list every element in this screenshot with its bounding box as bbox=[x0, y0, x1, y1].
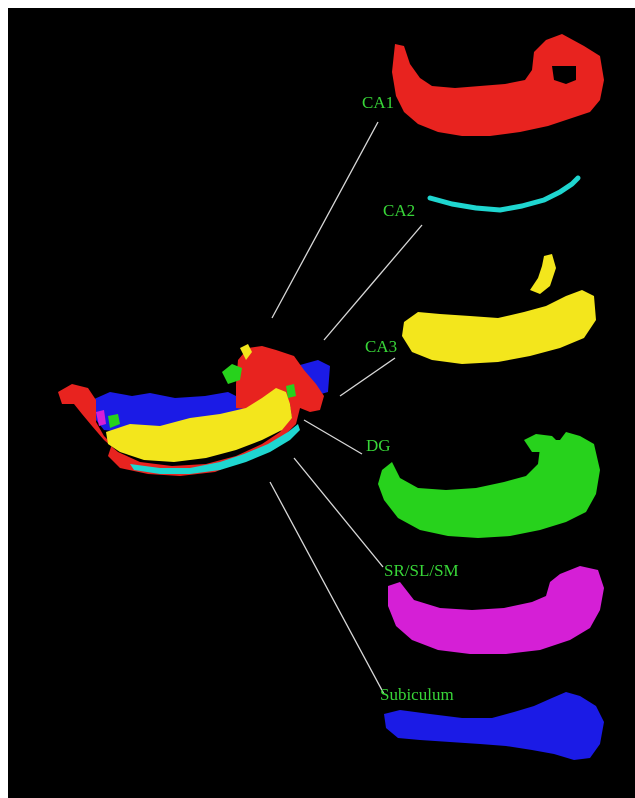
label-subiculum: Subiculum bbox=[380, 685, 454, 704]
leader-line-ca3 bbox=[340, 358, 395, 396]
label-ca3: CA3 bbox=[365, 337, 397, 356]
leader-line-subiculum bbox=[270, 482, 384, 694]
ca3-model bbox=[402, 290, 596, 364]
leader-line-dg bbox=[304, 420, 362, 454]
combined-hippocampus-model bbox=[58, 344, 330, 476]
hippocampus-subfield-diagram: CA1 CA2 CA3 DG SR/SL/SM Subiculum bbox=[8, 8, 635, 798]
dg-model bbox=[378, 432, 600, 538]
ca1-model bbox=[392, 34, 604, 136]
label-srslsm: SR/SL/SM bbox=[384, 561, 459, 580]
figure-background: CA1 CA2 CA3 DG SR/SL/SM Subiculum bbox=[8, 8, 635, 798]
label-ca1: CA1 bbox=[362, 93, 394, 112]
label-ca2: CA2 bbox=[383, 201, 415, 220]
leader-line-ca1 bbox=[272, 122, 378, 318]
label-dg: DG bbox=[366, 436, 391, 455]
ca2-model bbox=[430, 178, 578, 210]
ca3-model-fragment bbox=[530, 254, 556, 294]
